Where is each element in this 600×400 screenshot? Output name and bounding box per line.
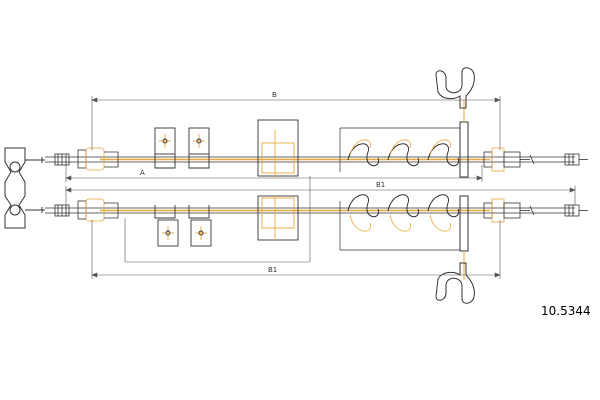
top-bracket-2-icon bbox=[188, 127, 210, 169]
bottom-bracket-1-icon bbox=[154, 205, 179, 247]
part-number: 10.5344 bbox=[541, 304, 591, 318]
bottom-spring-icon bbox=[347, 194, 459, 232]
dim-label-bottom-inner: B1 bbox=[376, 181, 385, 189]
bottom-right-end-fitting-icon bbox=[483, 198, 588, 223]
dim-label-top-inner: A bbox=[140, 169, 145, 177]
top-right-end-fitting-icon bbox=[483, 147, 588, 172]
dimension-lines bbox=[65, 96, 576, 279]
dim-label-top-overall: B bbox=[272, 91, 277, 99]
bottom-clip-icon bbox=[257, 195, 299, 241]
top-bracket-1-icon bbox=[154, 127, 176, 169]
bottom-mounting-hook-icon bbox=[435, 195, 475, 304]
top-left-end-fitting-icon bbox=[54, 147, 119, 171]
top-cable bbox=[45, 67, 588, 178]
top-mounting-hook-icon bbox=[435, 67, 475, 178]
bottom-cable bbox=[45, 194, 588, 304]
top-spring-icon bbox=[347, 139, 459, 167]
dim-label-bottom-overall: B1 bbox=[268, 266, 277, 274]
left-equalizer-bracket-icon bbox=[4, 147, 45, 229]
bottom-left-end-fitting-icon bbox=[54, 198, 119, 222]
bottom-bracket-2-icon bbox=[188, 205, 212, 247]
top-clip-icon bbox=[257, 119, 299, 178]
